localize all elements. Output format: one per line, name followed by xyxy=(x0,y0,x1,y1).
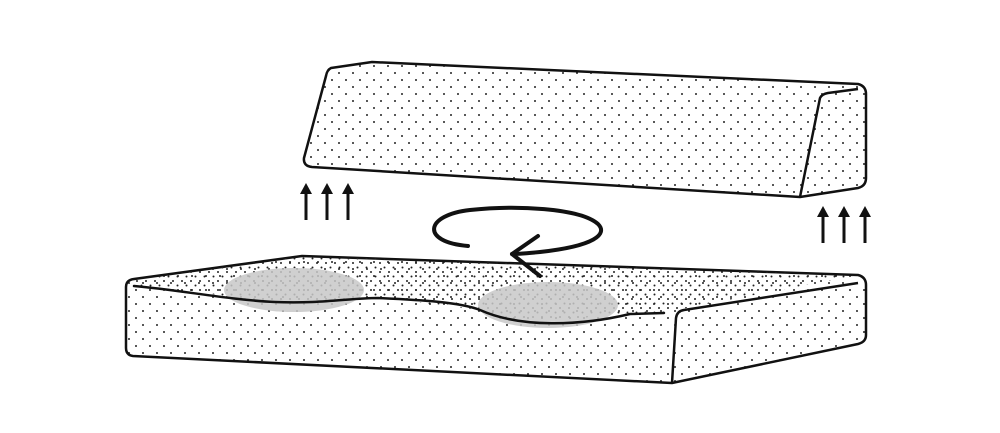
up-arrow-icon xyxy=(817,206,829,243)
cushion-top-front-face xyxy=(302,60,868,199)
rotate-arrow-loop xyxy=(432,205,604,256)
sag-spot-right xyxy=(478,282,618,328)
cushion-base xyxy=(124,254,868,385)
up-arrow-icon xyxy=(321,183,333,220)
lift-arrows-right xyxy=(817,206,871,243)
cushion-top-end-face xyxy=(798,87,859,198)
lift-arrows-left xyxy=(300,183,354,220)
cushion-top xyxy=(302,60,868,199)
rotate-arrow-head xyxy=(510,234,542,278)
cushion-base-end-face xyxy=(670,281,859,384)
up-arrow-icon xyxy=(859,206,871,243)
up-arrow-icon xyxy=(300,183,312,220)
cushion-base-front-edge xyxy=(132,284,666,325)
sag-spot-left xyxy=(224,268,364,312)
rotate-arrow xyxy=(432,205,604,278)
up-arrow-icon xyxy=(838,206,850,243)
up-arrow-icon xyxy=(342,183,354,220)
